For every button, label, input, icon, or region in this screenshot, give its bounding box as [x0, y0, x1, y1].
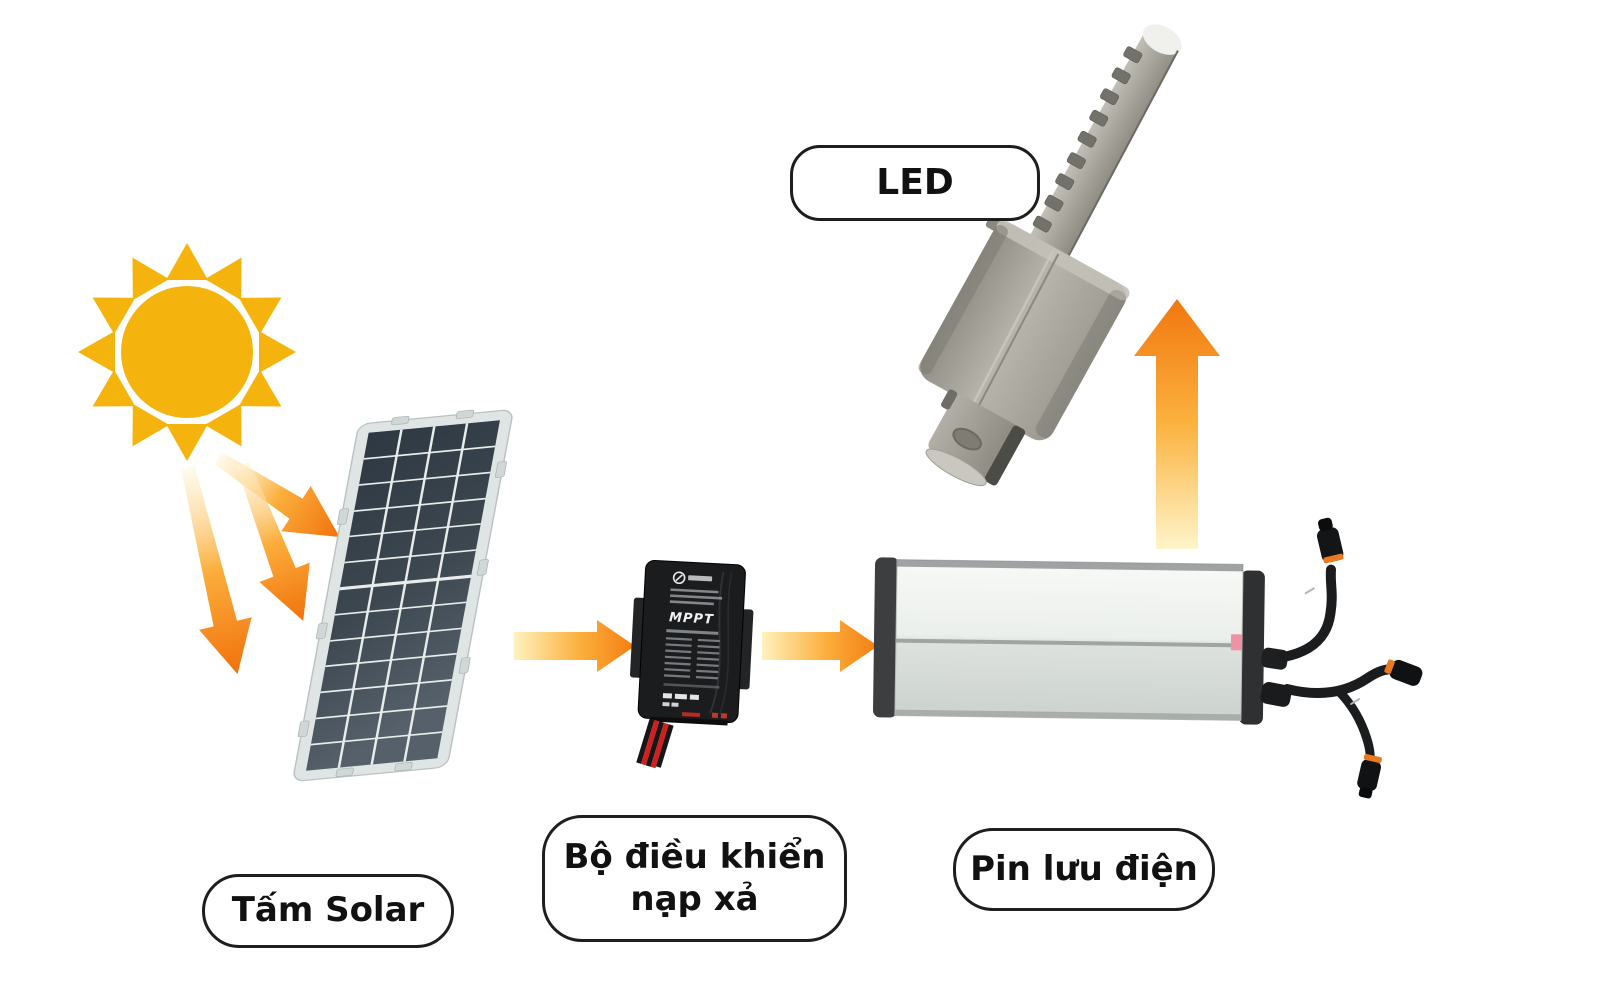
lamp-pole-mount [925, 389, 1026, 487]
battery-cables [1260, 517, 1423, 799]
led-lamp-image [918, 24, 1182, 487]
panel-grid-columns [337, 423, 469, 768]
lamp-heatsink-fins [1032, 46, 1143, 233]
panel-grid-rows [310, 445, 496, 746]
controller-spec-table [663, 629, 720, 689]
label-led: LED [790, 145, 1040, 221]
sun-rays [78, 243, 296, 461]
label-battery-text: Pin lưu điện [970, 848, 1198, 889]
battery-image [872, 517, 1423, 799]
sun-icon [78, 243, 296, 461]
label-solar-panel: Tấm Solar [202, 874, 454, 948]
flow-arrow-icon [762, 620, 878, 672]
solar-panel-image [293, 409, 513, 782]
controller-image: MPPT [629, 559, 754, 769]
controller-terminal-labels [662, 693, 728, 719]
sunray-arrow-icon [181, 452, 340, 675]
panel-mount-clips [297, 409, 507, 777]
controller-wires [636, 718, 674, 769]
cable-connector [1357, 753, 1382, 799]
lamp-arm-tip [1142, 24, 1182, 55]
label-charge-controller-line1: Bộ điều khiển [563, 837, 826, 878]
label-charge-controller: Bộ điều khiển nạp xả [542, 815, 847, 942]
sun-disc [121, 286, 253, 418]
label-led-text: LED [876, 162, 954, 204]
flow-arrow-icon [514, 620, 635, 672]
battery-sticker [1230, 634, 1243, 651]
controller-logo [672, 571, 713, 585]
controller-fineprint [669, 588, 723, 606]
label-charge-controller-line2: nạp xả [630, 878, 759, 919]
label-solar-panel-text: Tấm Solar [231, 890, 425, 931]
up-arrow-icon [1134, 299, 1220, 549]
cable-connector [1316, 517, 1344, 564]
battery-divider [895, 638, 1242, 648]
label-battery: Pin lưu điện [953, 828, 1215, 911]
cable-connector [1384, 659, 1423, 686]
controller-mppt-marking: MPPT [669, 610, 715, 627]
